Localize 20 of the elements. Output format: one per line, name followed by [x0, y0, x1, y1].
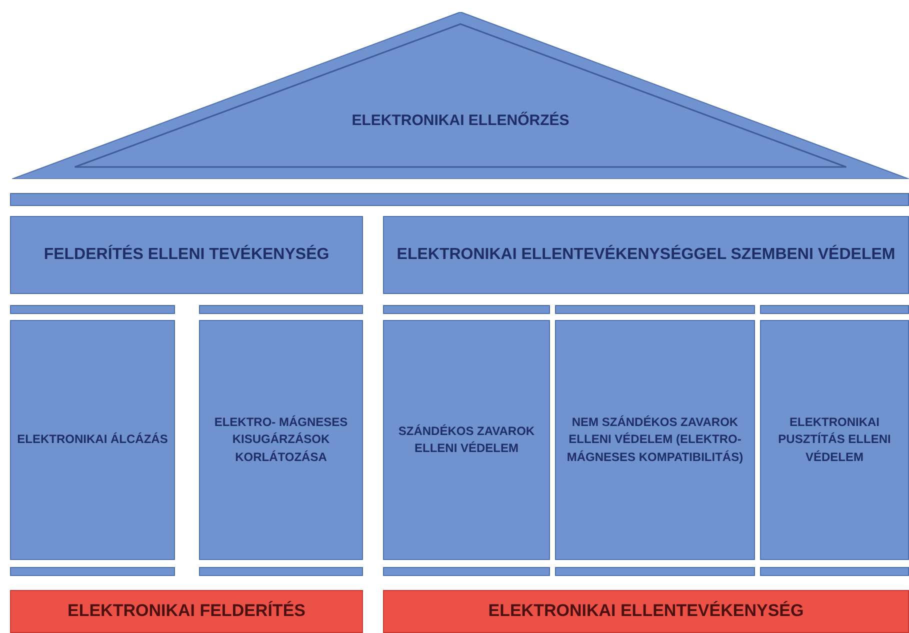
pillar-box — [383, 216, 909, 294]
node-label: ELEKTRONIKAI ELLENŐRZÉS — [350, 110, 570, 131]
node-label: FELDERÍTÉS ELLENI TEVÉKENYSÉG — [42, 244, 330, 266]
node-label: ELEKTRONIKAI PUSZTÍTÁS ELLENI VÉDELEM — [777, 414, 892, 466]
node-label: ELEKTRONIKAI ÁLCÁZÁS — [16, 431, 169, 448]
pillar-box — [10, 320, 175, 560]
pillar-box — [383, 320, 550, 560]
pillar-box — [760, 320, 909, 560]
node-label: ELEKTRO- MÁGNESES KISUGÁRZÁSOK KORLÁTOZÁSA — [213, 414, 349, 466]
node-label: ELEKTRONIKAI FELDERÍTÉS — [66, 600, 306, 622]
node-label: SZÁNDÉKOS ZAVAROK ELLENI VÉDELEM — [397, 422, 536, 457]
pillar-box — [555, 320, 755, 560]
pillar-box — [10, 216, 363, 294]
pillar-box — [199, 320, 363, 560]
foundation-block — [10, 590, 363, 633]
node-label: NEM SZÁNDÉKOS ZAVAROK ELLENI VÉDELEM (ELEKTRO- MÁGNESES KOMPATIBILITÁS) — [566, 414, 744, 466]
node-label: ELEKTRONIKAI ELLENTEVÉKENYSÉGGEL SZEMBENI VÉDELEM — [396, 244, 896, 266]
roof-triangle — [12, 12, 909, 179]
foundation-block — [383, 590, 909, 633]
node-label: ELEKTRONIKAI ELLENTEVÉKENYSÉG — [487, 600, 805, 622]
